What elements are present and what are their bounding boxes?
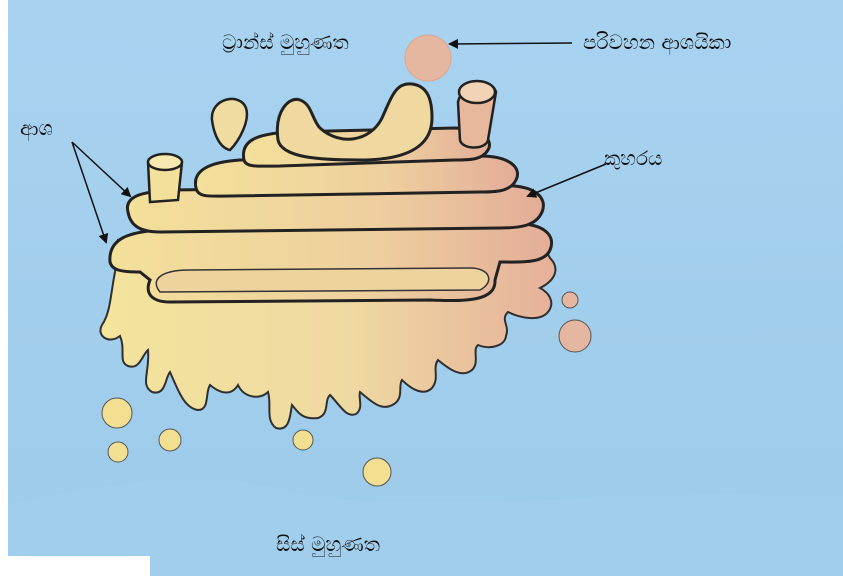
- vesicle: [559, 320, 591, 352]
- arrow-transport-vesicle: [450, 43, 572, 44]
- vesicle: [108, 442, 128, 462]
- transport-vesicle: [405, 35, 451, 81]
- vesicle: [293, 430, 313, 450]
- bottom-left-white: [0, 556, 150, 576]
- right-tubule-opening: [459, 81, 495, 103]
- vesicle: [102, 398, 132, 428]
- cisternae-label: ආශ: [20, 118, 53, 138]
- cis-face-label: සිස් මුහුණත: [276, 534, 380, 554]
- transport-vesicle-label: පරිවහන ආශයිකා: [583, 32, 731, 52]
- vesicle: [159, 429, 181, 451]
- cisterna-5-inner: [156, 268, 488, 292]
- vesicle: [363, 458, 391, 486]
- lumen-label: කුහරය: [604, 148, 662, 168]
- vesicle: [562, 292, 578, 308]
- left-tubule-opening: [148, 154, 182, 170]
- trans-face-label: ට්‍රාන්ස් මුහුණත: [222, 32, 349, 52]
